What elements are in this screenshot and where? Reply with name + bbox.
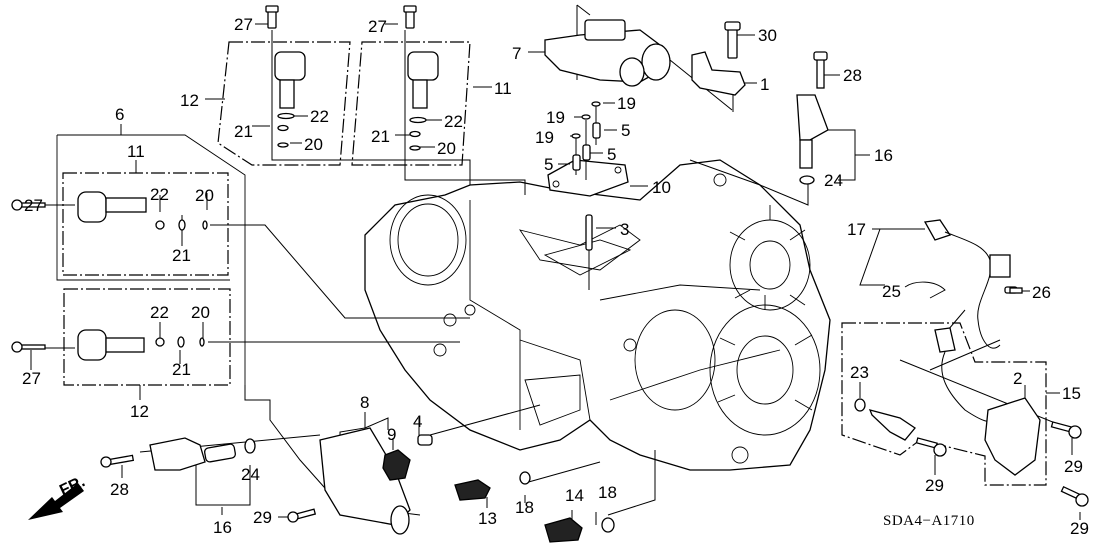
transmission-case [364, 159, 831, 471]
components [11, 5, 1089, 543]
solenoid-8 [287, 427, 411, 535]
callout-8: 8 [360, 393, 369, 412]
callout-19: 19 [617, 94, 636, 113]
callout-2: 2 [1013, 369, 1022, 388]
callout-27: 27 [368, 17, 387, 36]
callout-20: 20 [437, 139, 456, 158]
callout-5: 5 [607, 145, 616, 164]
shift-solenoid-top-center [403, 5, 439, 151]
callout-5: 5 [621, 121, 630, 140]
callout-6: 6 [115, 105, 124, 124]
callout-11: 11 [494, 79, 512, 98]
callout-15: 15 [1062, 384, 1081, 403]
callout-25: 25 [882, 282, 901, 301]
callout-12: 12 [180, 91, 199, 110]
callout-22: 22 [310, 107, 329, 126]
callout-20: 20 [195, 186, 214, 205]
wire-harness [904, 219, 1018, 349]
callout-16: 16 [874, 146, 893, 165]
shift-solenoid-top-left [265, 5, 306, 148]
callout-21: 21 [234, 122, 253, 141]
callout-18: 18 [515, 498, 534, 517]
callout-3: 3 [620, 220, 629, 239]
callout-19: 19 [546, 108, 565, 127]
callout-5: 5 [544, 155, 553, 174]
callout-30: 30 [758, 26, 777, 45]
callout-24: 24 [824, 171, 843, 190]
front-direction-label: FR. [57, 473, 88, 499]
callout-1: 1 [760, 75, 769, 94]
callout-9: 9 [387, 425, 396, 444]
callout-21: 21 [371, 127, 390, 146]
callout-28: 28 [110, 480, 129, 499]
callout-23: 23 [850, 363, 869, 382]
callout-27: 27 [24, 196, 43, 215]
callout-21: 21 [172, 246, 191, 265]
callout-labels: 27 12 22 21 20 27 11 22 21 20 7 30 1 28 … [22, 15, 1089, 538]
callout-4: 4 [413, 412, 422, 431]
callout-28: 28 [843, 66, 862, 85]
shift-solenoid-left-lower [11, 329, 205, 361]
callout-27: 27 [22, 369, 41, 388]
callout-12: 12 [130, 402, 149, 421]
callout-29: 29 [925, 476, 944, 495]
callout-22: 22 [444, 112, 463, 131]
callout-16: 16 [213, 518, 232, 537]
linear-solenoid [544, 19, 671, 87]
callout-20: 20 [304, 135, 323, 154]
shift-solenoid-left-upper [11, 191, 208, 231]
front-arrow-icon [28, 483, 84, 520]
callout-26: 26 [1032, 283, 1051, 302]
callout-19: 19 [535, 128, 554, 147]
callout-20: 20 [191, 303, 210, 322]
callout-14: 14 [565, 486, 584, 505]
callout-27: 27 [234, 15, 253, 34]
callout-18: 18 [598, 483, 617, 502]
callout-29: 29 [1070, 519, 1089, 538]
callout-24: 24 [241, 465, 260, 484]
speed-sensor-bottom-left [100, 437, 256, 471]
callout-29: 29 [253, 508, 272, 527]
callout-29: 29 [1064, 457, 1083, 476]
callout-22: 22 [150, 303, 169, 322]
callout-21: 21 [172, 360, 191, 379]
callout-22: 22 [150, 185, 169, 204]
front-direction-indicator: FR. [28, 473, 88, 520]
callout-17: 17 [847, 220, 866, 239]
callout-11: 11 [127, 142, 145, 161]
callout-13: 13 [478, 509, 497, 528]
callout-10: 10 [652, 178, 671, 197]
callout-7: 7 [512, 44, 521, 63]
diagram-code: SDA4−A1710 [883, 513, 975, 529]
